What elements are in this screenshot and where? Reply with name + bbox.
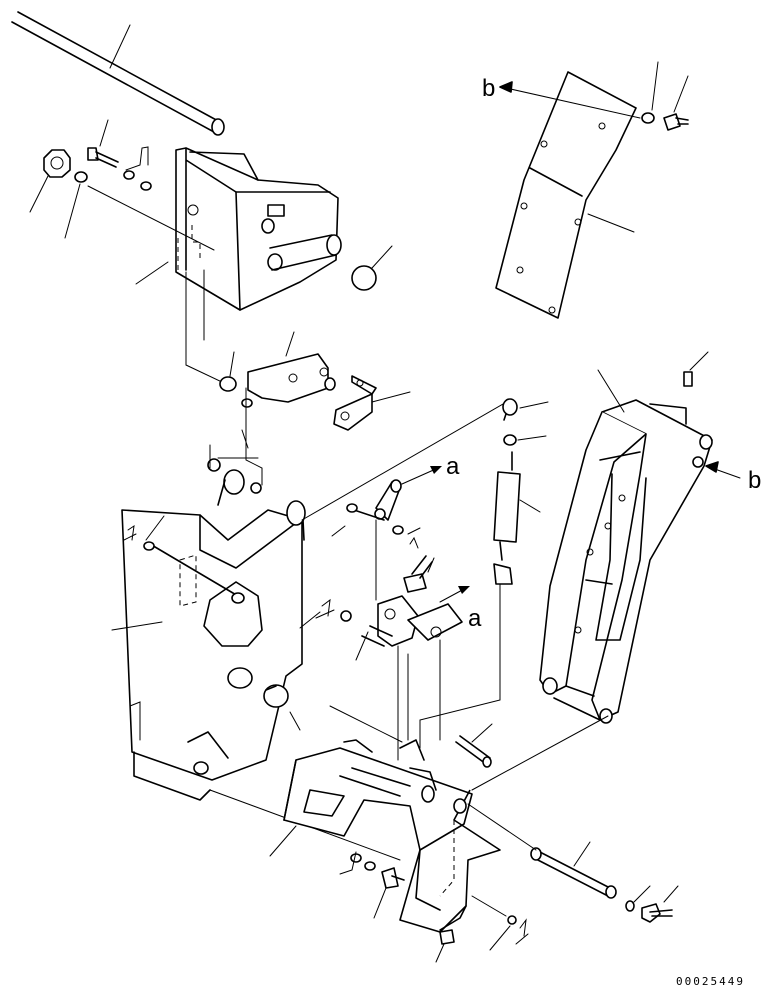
base-frame bbox=[269, 739, 501, 933]
mounting-bracket bbox=[219, 331, 336, 408]
upper-housing bbox=[135, 147, 342, 311]
cover-plate bbox=[495, 61, 689, 319]
right-frame bbox=[471, 351, 741, 791]
cap-plug bbox=[351, 245, 393, 291]
side-bolt bbox=[123, 515, 245, 604]
side-panel bbox=[111, 469, 306, 801]
nut-and-bolt-group bbox=[29, 119, 152, 239]
guide-pin bbox=[455, 723, 493, 768]
gas-spring bbox=[493, 398, 549, 585]
drawing-number: 00025449 bbox=[676, 975, 745, 988]
angle-bracket bbox=[333, 375, 411, 431]
reference-arrows-a bbox=[401, 466, 470, 603]
pivot-block bbox=[299, 595, 463, 661]
plug-lower bbox=[263, 684, 301, 731]
pedal-lever-assembly bbox=[331, 479, 435, 593]
assembly-guide-lines-upper bbox=[87, 185, 225, 384]
reference-label-b-right: b bbox=[748, 467, 761, 494]
bottom-hardware bbox=[339, 851, 529, 963]
washers-mid bbox=[207, 387, 263, 494]
control-rod bbox=[11, 11, 225, 136]
reference-label-b-upper: b bbox=[482, 75, 495, 102]
pivot-shaft bbox=[467, 803, 679, 923]
reference-label-a-lower: a bbox=[468, 605, 482, 632]
reference-label-a-upper: a bbox=[446, 453, 460, 480]
